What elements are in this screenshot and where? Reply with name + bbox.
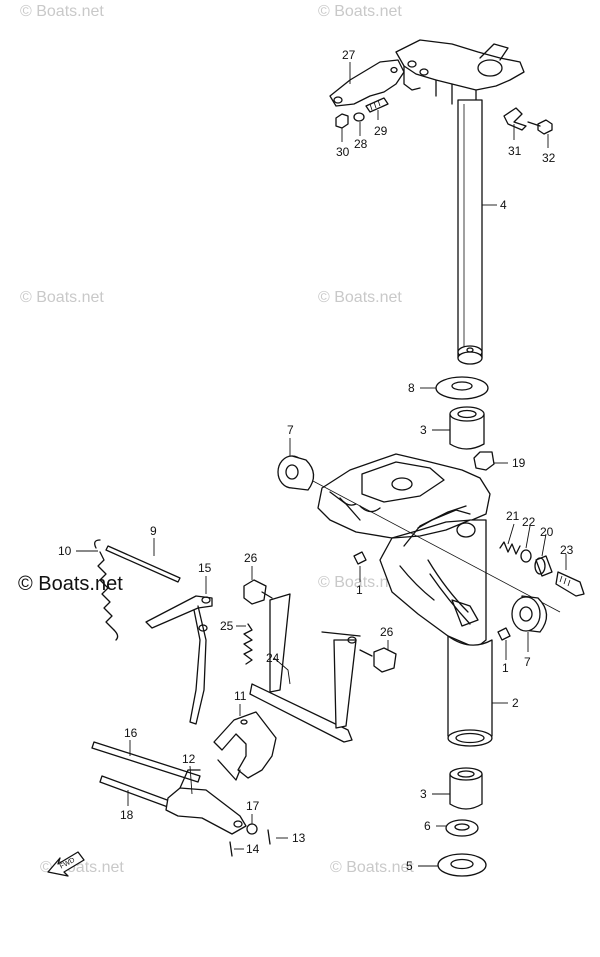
leader-lines (76, 62, 567, 867)
callout-11: 11 (234, 689, 247, 703)
part-31-clip (503, 107, 527, 131)
part-10-spring (94, 539, 119, 641)
part-12-lever (165, 769, 247, 835)
part-16-rod (91, 741, 201, 783)
part-5-washer (437, 853, 487, 877)
callouts: 27 29 28 30 31 32 4 8 3 19 7 21 22 20 23… (58, 48, 574, 873)
callout-18: 18 (120, 808, 134, 822)
callout-6: 6 (424, 819, 431, 833)
part-17-washer (246, 823, 258, 835)
part-9-rod (105, 545, 181, 583)
callout-27: 27 (342, 48, 356, 62)
callout-31: 31 (508, 144, 522, 158)
part-26-bolt (359, 647, 397, 673)
part-23-bolt (555, 571, 585, 597)
watermark: © Boats.net (20, 289, 104, 306)
callout-12: 12 (182, 752, 196, 766)
callout-3: 3 (420, 787, 427, 801)
watermark: © Boats.net (330, 859, 414, 876)
part-4-swivel-shaft (457, 99, 483, 365)
callout-2: 2 (512, 696, 519, 710)
part-steering-bracket (395, 39, 525, 105)
part-32-bolt (527, 119, 553, 135)
callout-25: 25 (220, 619, 234, 633)
part-24-bracket (249, 593, 361, 743)
callout-30: 30 (336, 145, 350, 159)
part-1-grease-nipple (353, 551, 367, 565)
callout-4: 4 (500, 198, 507, 212)
part-29-stud (365, 97, 389, 113)
callout-13: 13 (292, 831, 306, 845)
callout-21: 21 (506, 509, 520, 523)
callout-7: 7 (287, 423, 294, 437)
watermarks: © Boats.net © Boats.net © Boats.net © Bo… (18, 3, 414, 876)
callout-22: 22 (522, 515, 536, 529)
part-26-bolt (243, 579, 273, 605)
callout-5: 5 (406, 859, 413, 873)
part-25-spring (243, 623, 253, 665)
part-1-grease-nipple (497, 627, 511, 641)
part-21-spring (499, 541, 521, 555)
watermark: © Boats.net (318, 3, 402, 20)
callout-14: 14 (246, 842, 260, 856)
callout-8: 8 (408, 381, 415, 395)
part-19-clip (473, 451, 495, 471)
part-20-bushing (534, 555, 553, 577)
callout-28: 28 (354, 137, 368, 151)
callout-26: 26 (380, 625, 394, 639)
callout-17: 17 (246, 799, 260, 813)
callout-24: 24 (266, 651, 280, 665)
part-swivel-case (317, 453, 493, 747)
axis-line (295, 471, 561, 613)
watermark: © Boats.net (20, 3, 104, 20)
part-7-bushing-right (511, 595, 548, 633)
part-15-lever (145, 595, 213, 725)
callout-32: 32 (542, 151, 556, 165)
part-30-nut (335, 113, 349, 129)
callout-26: 26 (244, 551, 258, 565)
callout-16: 16 (124, 726, 138, 740)
fwd-arrow-icon: FWD (47, 851, 85, 877)
callout-9: 9 (150, 524, 157, 538)
part-8-washer (435, 376, 489, 400)
watermark: © Boats.net (318, 289, 402, 306)
part-11-bracket (213, 711, 277, 781)
callout-7: 7 (524, 655, 531, 669)
callout-19: 19 (512, 456, 526, 470)
watermark-large: © Boats.net (18, 573, 123, 595)
part-14-pin (229, 841, 233, 857)
part-3-bushing-upper (449, 406, 485, 450)
part-7-bushing-left (277, 455, 315, 491)
part-6-washer (445, 819, 479, 837)
part-22-washer (520, 549, 532, 563)
part-13-pin (267, 829, 271, 845)
part-3-bushing-lower (449, 767, 483, 810)
part-27-plate (329, 59, 405, 107)
callout-29: 29 (374, 124, 388, 138)
callout-1: 1 (356, 583, 363, 597)
callout-20: 20 (540, 525, 554, 539)
watermark: © Boats.net (318, 574, 402, 591)
callout-3: 3 (420, 423, 427, 437)
callout-15: 15 (198, 561, 212, 575)
callout-23: 23 (560, 543, 574, 557)
part-28-washer (353, 112, 365, 122)
callout-1: 1 (502, 661, 509, 675)
callout-10: 10 (58, 544, 72, 558)
